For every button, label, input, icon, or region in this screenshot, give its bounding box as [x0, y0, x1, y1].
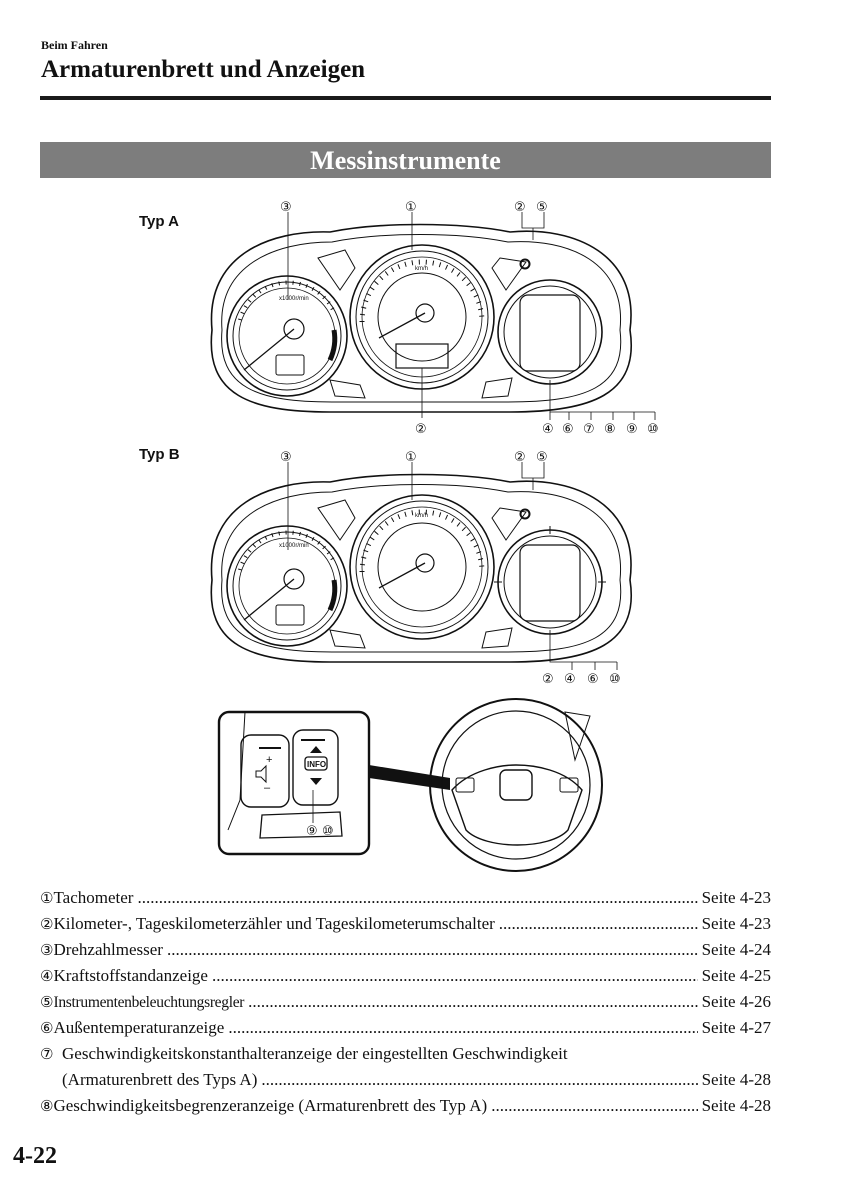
- leader-dots: [491, 1096, 697, 1116]
- legend-number: ⑤: [40, 993, 54, 1011]
- legend-page: Seite 4-23: [701, 914, 771, 933]
- callout-2-a: ②: [415, 422, 427, 437]
- legend-item: ⑦ Geschwindigkeitskonstanthalteranzeige …: [40, 1044, 771, 1070]
- legend-item: ⑥ Außentemperaturanzeige Seite 4-27: [40, 1018, 771, 1044]
- typ-a-label: Typ A: [139, 213, 179, 230]
- legend-text: (Armaturenbrett des Typs A): [62, 1070, 258, 1089]
- leader-dots: [248, 992, 697, 1012]
- legend-page: Seite 4-27: [701, 1018, 771, 1037]
- callout-7-a: ⑦: [583, 422, 595, 437]
- callout-5-b: ⑤: [536, 450, 548, 465]
- legend-number: ①: [40, 889, 54, 907]
- legend-item: ① Tachometer Seite 4-23: [40, 888, 771, 914]
- callout-2-top-a: ②: [514, 200, 526, 215]
- callout-6-b: ⑥: [587, 672, 599, 687]
- legend-page: Seite 4-24: [701, 940, 771, 959]
- leader-dots: [212, 966, 698, 986]
- callout-1-b: ①: [405, 450, 417, 465]
- leader-dots: [261, 1070, 697, 1090]
- rpm-unit-b: x1000r/min: [279, 543, 309, 549]
- legend-item-continuation: (Armaturenbrett des Typs A) Seite 4-28: [40, 1070, 771, 1096]
- callout-2-b: ②: [542, 672, 554, 687]
- instrument-cluster-illustration: km/h x1000r/min km/h x1000r/min ③ ① ② ⑤ …: [0, 200, 659, 872]
- leader-dots: [499, 914, 698, 934]
- title-divider: [40, 96, 771, 100]
- legend-text: Kraftstoffstandanzeige: [53, 966, 208, 985]
- legend-item: ⑧ Geschwindigkeitsbegrenzeranzeige (Arma…: [40, 1096, 771, 1122]
- typ-b-label: Typ B: [139, 446, 180, 463]
- legend-text: Geschwindigkeitsbegrenzeranzeige (Armatu…: [53, 1096, 488, 1115]
- legend-item: ⑤ Instrumentenbeleuchtungsregler Seite 4…: [40, 992, 771, 1018]
- callout-1-a: ①: [405, 200, 417, 215]
- cluster-typ-a: [211, 212, 656, 420]
- speed-unit-b: km/h: [415, 513, 428, 519]
- callout-9-a: ⑨: [626, 422, 638, 437]
- leader-dots: [167, 940, 698, 960]
- steering-switch-detail: INFO + – ⑨ ⑩: [217, 698, 603, 872]
- callout-4-a: ④: [542, 422, 554, 437]
- legend-list: ① Tachometer Seite 4-23 ② Kilometer-, Ta…: [40, 888, 771, 1122]
- legend-text: Kilometer-, Tageskilometerzähler und Tag…: [53, 914, 495, 933]
- legend-page: Seite 4-28: [701, 1096, 771, 1115]
- leader-dots: [228, 1018, 697, 1038]
- callout-10-a: ⑩: [647, 422, 659, 437]
- legend-number: ④: [40, 967, 54, 985]
- page-title: Armaturenbrett und Anzeigen: [41, 56, 366, 83]
- minus-label: –: [264, 782, 271, 794]
- legend-number: ⑦: [40, 1045, 54, 1063]
- legend-text: Außentemperaturanzeige: [53, 1018, 225, 1037]
- cluster-typ-b: [211, 462, 631, 670]
- callout-3-a: ③: [280, 200, 292, 215]
- legend-page: Seite 4-25: [701, 966, 771, 985]
- callout-9-switch: ⑨: [306, 824, 318, 839]
- legend-page: Seite 4-28: [701, 1070, 771, 1089]
- callout-2-top-b: ②: [514, 450, 526, 465]
- page-number: 4-22: [13, 1143, 57, 1169]
- callout-8-a: ⑧: [604, 422, 616, 437]
- plus-label: +: [266, 754, 272, 766]
- callout-10-switch: ⑩: [322, 824, 334, 839]
- legend-text: Tachometer: [53, 888, 134, 907]
- legend-item: ④ Kraftstoffstandanzeige Seite 4-25: [40, 966, 771, 992]
- callout-3-b: ③: [280, 450, 292, 465]
- section-banner: Messinstrumente: [40, 142, 771, 178]
- speed-unit-a: km/h: [415, 266, 428, 272]
- legend-item: ③ Drehzahlmesser Seite 4-24: [40, 940, 771, 966]
- callout-5-a: ⑤: [536, 200, 548, 215]
- legend-page: Seite 4-23: [701, 888, 771, 907]
- legend-number: ③: [40, 941, 54, 959]
- legend-text: Geschwindigkeitskonstanthalteranzeige de…: [62, 1044, 568, 1063]
- breadcrumb: Beim Fahren: [41, 38, 108, 52]
- info-label: INFO: [307, 760, 326, 769]
- callout-10-b: ⑩: [609, 672, 621, 687]
- rpm-unit-a: x1000r/min: [279, 296, 309, 302]
- legend-number: ⑧: [40, 1097, 54, 1115]
- legend-item: ② Kilometer-, Tageskilometerzähler und T…: [40, 914, 771, 940]
- legend-number: ⑥: [40, 1019, 54, 1037]
- legend-text: Instrumentenbeleuchtungsregler: [53, 994, 245, 1011]
- callout-4-b: ④: [564, 672, 576, 687]
- legend-text: Drehzahlmesser: [53, 940, 163, 959]
- leader-dots: [137, 888, 697, 908]
- callout-6-a: ⑥: [562, 422, 574, 437]
- legend-page: Seite 4-26: [701, 992, 771, 1011]
- legend-number: ②: [40, 915, 54, 933]
